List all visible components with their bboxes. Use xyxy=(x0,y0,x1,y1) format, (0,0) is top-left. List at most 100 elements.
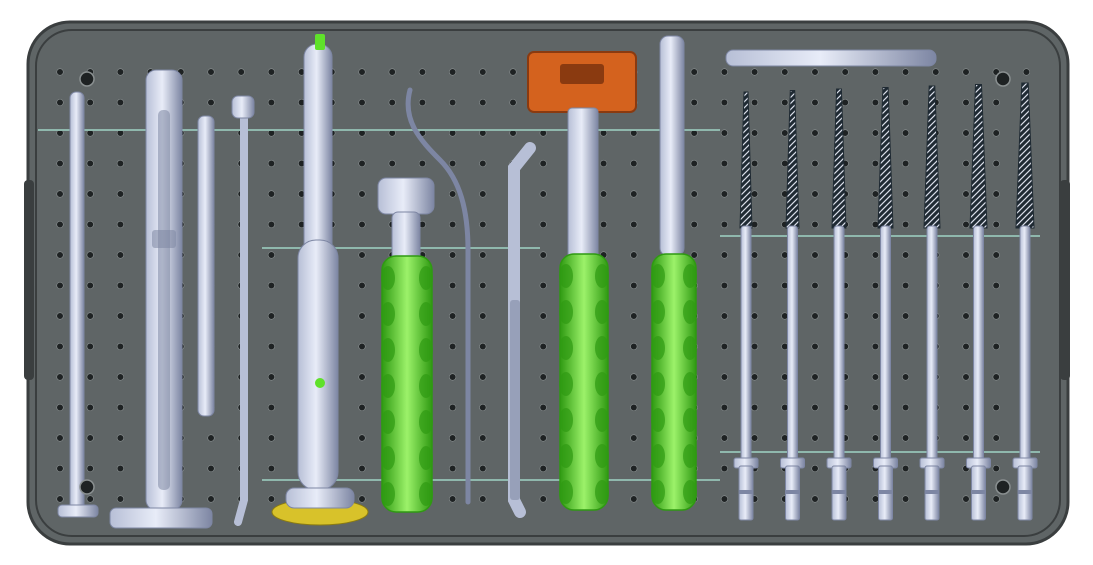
instruments xyxy=(57,34,1038,529)
tray-hole xyxy=(871,434,880,442)
tray-hole xyxy=(690,68,698,76)
tray-hole xyxy=(358,342,366,351)
shank-groove xyxy=(971,490,986,494)
tray-hole xyxy=(116,251,124,259)
grip-scallop xyxy=(419,446,433,470)
tray-hole xyxy=(479,342,487,351)
tray-hole xyxy=(358,98,366,107)
tray-hole xyxy=(811,98,819,107)
tray-hole xyxy=(962,159,970,168)
tray-hole xyxy=(901,98,910,107)
tray-hole xyxy=(630,342,638,351)
grip-scallop xyxy=(559,336,573,360)
tray-hole xyxy=(449,281,457,290)
tray-hole xyxy=(539,220,547,229)
tray-hole xyxy=(962,129,970,137)
tray-hole xyxy=(116,68,124,76)
tray-hole xyxy=(811,129,819,137)
bent-rod xyxy=(231,95,255,526)
tray-hole xyxy=(116,281,124,290)
tray-hole xyxy=(418,68,427,76)
tray-hole xyxy=(992,190,1000,198)
tray-hole xyxy=(267,98,276,107)
tray-hole xyxy=(479,464,487,473)
tapered-drill xyxy=(966,84,991,521)
grip-scallop xyxy=(683,444,697,468)
shank-groove xyxy=(1018,490,1032,494)
tray-hole xyxy=(86,464,94,473)
tray-hole xyxy=(56,403,64,412)
tray-hole xyxy=(720,251,729,259)
tray-hole xyxy=(267,159,276,168)
tray-hole xyxy=(992,98,1000,107)
tray-hole xyxy=(901,495,910,503)
tray-hole xyxy=(539,464,547,473)
tray-hole xyxy=(962,495,970,503)
tray-hole xyxy=(539,373,547,381)
tray-hole xyxy=(992,434,1000,442)
tray-hole xyxy=(388,98,396,107)
tray-hole xyxy=(267,464,276,473)
tray-hole xyxy=(901,190,910,198)
tray-hole xyxy=(811,342,819,351)
tray-hole xyxy=(116,434,124,442)
tray-hole xyxy=(720,281,729,290)
drill-shaft xyxy=(1019,225,1031,463)
tray-hole xyxy=(56,312,64,320)
tray-hole xyxy=(207,434,215,442)
drill-flute xyxy=(831,88,847,229)
tray-hole xyxy=(449,342,457,351)
tray-hole xyxy=(750,98,759,107)
tray-hole xyxy=(86,190,94,198)
grip-scallop xyxy=(419,302,433,326)
mallet xyxy=(527,51,637,511)
grip-scallop xyxy=(559,264,573,288)
tray-hole xyxy=(750,373,759,381)
gold-cap-handle xyxy=(271,34,369,526)
tray-hole xyxy=(630,495,638,503)
tray-hole xyxy=(871,495,880,503)
tray-hole xyxy=(871,129,880,137)
tray-hole xyxy=(992,373,1000,381)
tray-hole xyxy=(479,159,487,168)
tray-hole xyxy=(992,403,1000,412)
tray-hole xyxy=(449,403,457,412)
tray-hole xyxy=(720,68,729,76)
tray-hole xyxy=(962,220,970,229)
drill-shaft xyxy=(787,225,798,463)
grip-scallop xyxy=(595,408,609,432)
tray-hole xyxy=(267,495,276,503)
drill-flute xyxy=(969,84,988,229)
tray-hole xyxy=(358,403,366,412)
tray-hole xyxy=(267,312,276,320)
tray-hole xyxy=(962,98,970,107)
tray-hole xyxy=(599,190,608,198)
tray-hole xyxy=(992,464,1000,473)
grip-scallop xyxy=(651,300,665,324)
tray-hole xyxy=(750,251,759,259)
tray-hole xyxy=(901,251,910,259)
tray-hole xyxy=(901,342,910,351)
grip-scallop xyxy=(559,300,573,324)
tray-hole xyxy=(267,373,276,381)
tray-hole xyxy=(56,373,64,381)
tray-hole xyxy=(509,68,517,76)
tray-hole xyxy=(871,281,880,290)
tray-hole xyxy=(630,220,638,229)
tray-hole xyxy=(720,342,729,351)
tray-hole xyxy=(630,403,638,412)
grip-scallop xyxy=(595,336,609,360)
grip-scallop xyxy=(419,410,433,434)
shank-groove xyxy=(878,490,893,494)
tray-hole xyxy=(781,98,789,107)
grip-scallop xyxy=(595,444,609,468)
drill-shaft xyxy=(926,225,938,463)
grip-scallop xyxy=(381,482,395,506)
tray-hole xyxy=(962,373,970,381)
tray-hole xyxy=(479,403,487,412)
tray-hole xyxy=(720,464,729,473)
tray-hole xyxy=(992,312,1000,320)
tray-hole xyxy=(539,251,547,259)
tray-hole xyxy=(750,68,759,76)
